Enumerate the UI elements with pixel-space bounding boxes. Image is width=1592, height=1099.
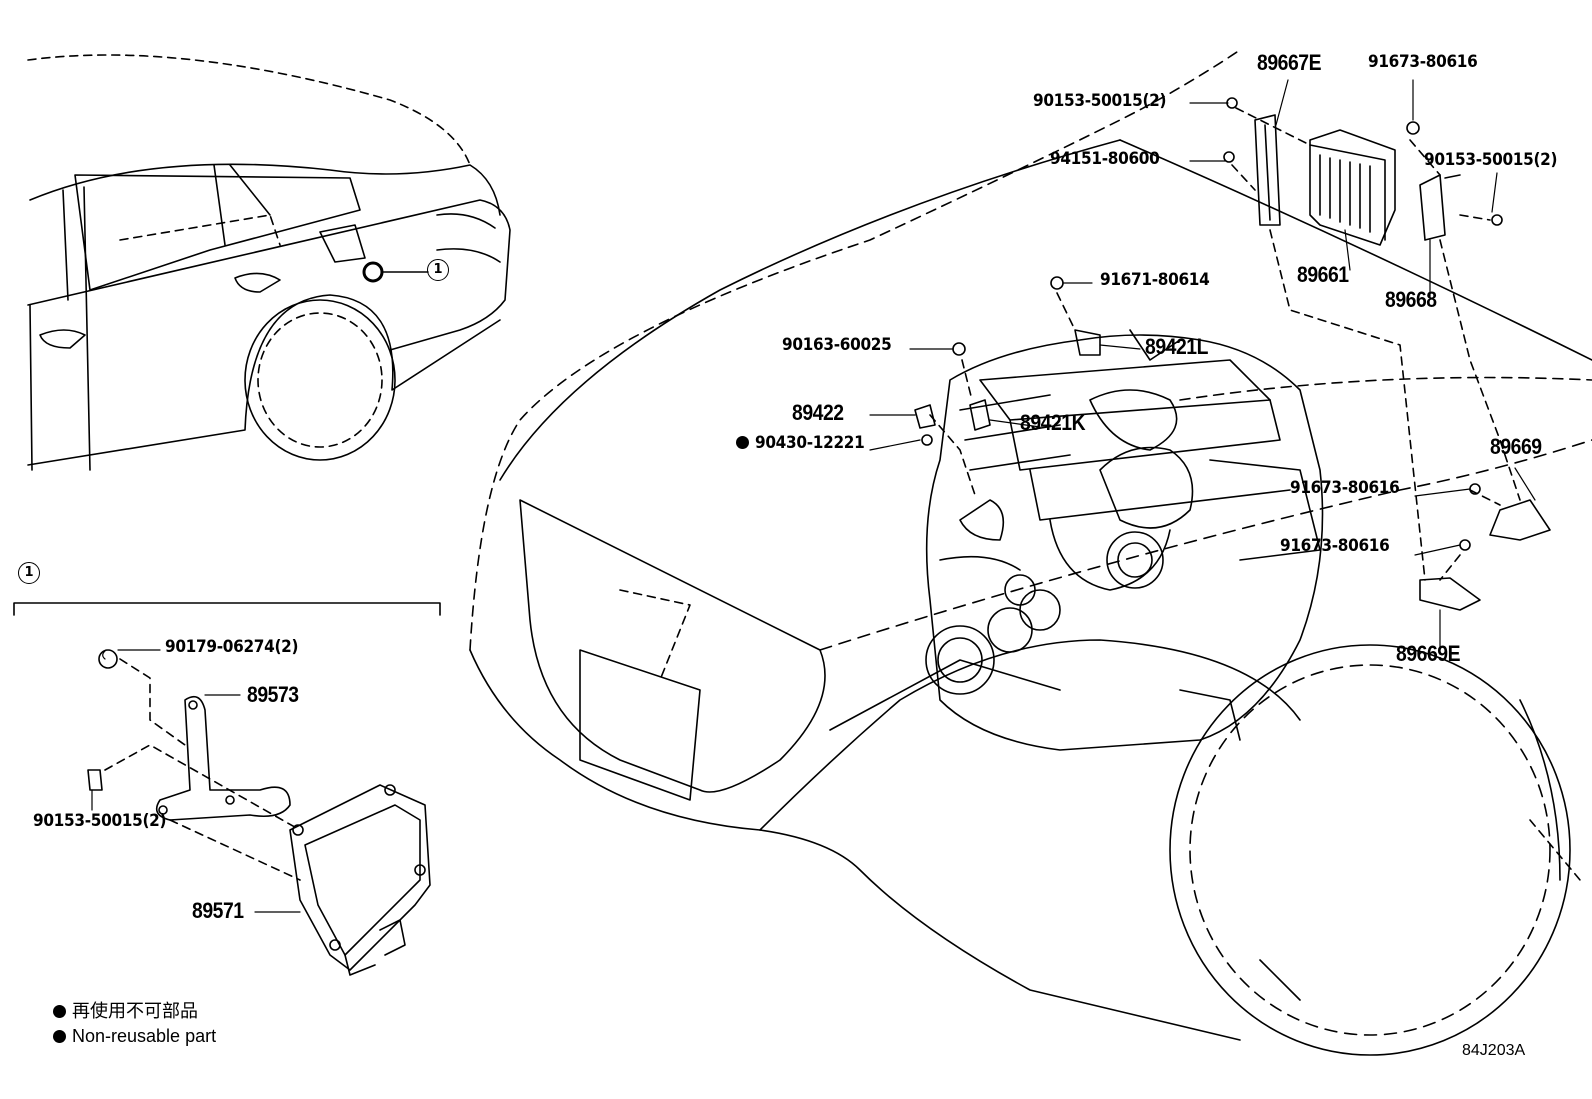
part-label-89571[interactable]: 89571 <box>192 898 244 923</box>
part-label-91673-80616-mid[interactable]: 91673-80616 <box>1290 478 1400 498</box>
non-reusable-dot-icon <box>736 436 749 449</box>
part-label-89421L[interactable]: 89421L <box>1145 334 1209 359</box>
assembly-guide-lines <box>929 107 1521 581</box>
callout-1-inset: 1 <box>18 562 40 584</box>
part-label-90179-06274-2[interactable]: 90179-06274(2) <box>165 637 299 657</box>
part-label-91671-80614[interactable]: 91671-80614 <box>1100 270 1210 290</box>
part-label-91673-80616-top[interactable]: 91673-80616 <box>1368 52 1478 72</box>
part-label-89667E[interactable]: 89667E <box>1257 50 1322 75</box>
part-label-89661[interactable]: 89661 <box>1297 262 1349 287</box>
part-label-89422[interactable]: 89422 <box>792 400 844 425</box>
inset-guide-lines <box>104 658 301 881</box>
legend-en: Non-reusable part <box>53 1027 216 1045</box>
non-reusable-dot-icon <box>53 1005 66 1018</box>
callout-1-car: 1 <box>427 259 449 281</box>
rear-car-illustration <box>27 54 511 471</box>
inset-leader-lines <box>91 649 301 913</box>
legend-en-text: Non-reusable part <box>72 1026 217 1046</box>
engine-illustration <box>925 329 1324 751</box>
sensor-illustrations <box>914 97 1551 611</box>
part-label-90163-60025[interactable]: 90163-60025 <box>782 335 892 355</box>
part-label-89573[interactable]: 89573 <box>247 682 299 707</box>
leader-lines <box>869 79 1536 651</box>
inset-parts-illustration <box>87 649 431 976</box>
part-label-90430-12221[interactable]: 90430-12221 <box>736 433 865 453</box>
ecu-89661-illustration <box>1254 114 1461 246</box>
part-label-90153-50015-2-right[interactable]: 90153-50015(2) <box>1424 150 1558 170</box>
legend-jp: 再使用不可部品 <box>53 1002 198 1020</box>
part-label-89421K[interactable]: 89421K <box>1020 410 1086 435</box>
part-label-89669[interactable]: 89669 <box>1490 434 1542 459</box>
part-label-90153-50015-2-inset[interactable]: 90153-50015(2) <box>33 811 167 831</box>
legend-jp-text: 再使用不可部品 <box>72 1001 198 1021</box>
part-number-90430-12221: 90430-12221 <box>755 433 865 453</box>
non-reusable-dot-icon <box>53 1030 66 1043</box>
part-label-89668[interactable]: 89668 <box>1385 287 1437 312</box>
part-label-89669E[interactable]: 89669E <box>1396 641 1461 666</box>
inset-box <box>13 602 441 616</box>
part-label-91673-80616-low[interactable]: 91673-80616 <box>1280 536 1390 556</box>
part-label-94151-80600[interactable]: 94151-80600 <box>1050 149 1160 169</box>
diagram-code: 84J203A <box>1462 1042 1526 1059</box>
part-label-90153-50015-2-top[interactable]: 90153-50015(2) <box>1033 91 1167 111</box>
